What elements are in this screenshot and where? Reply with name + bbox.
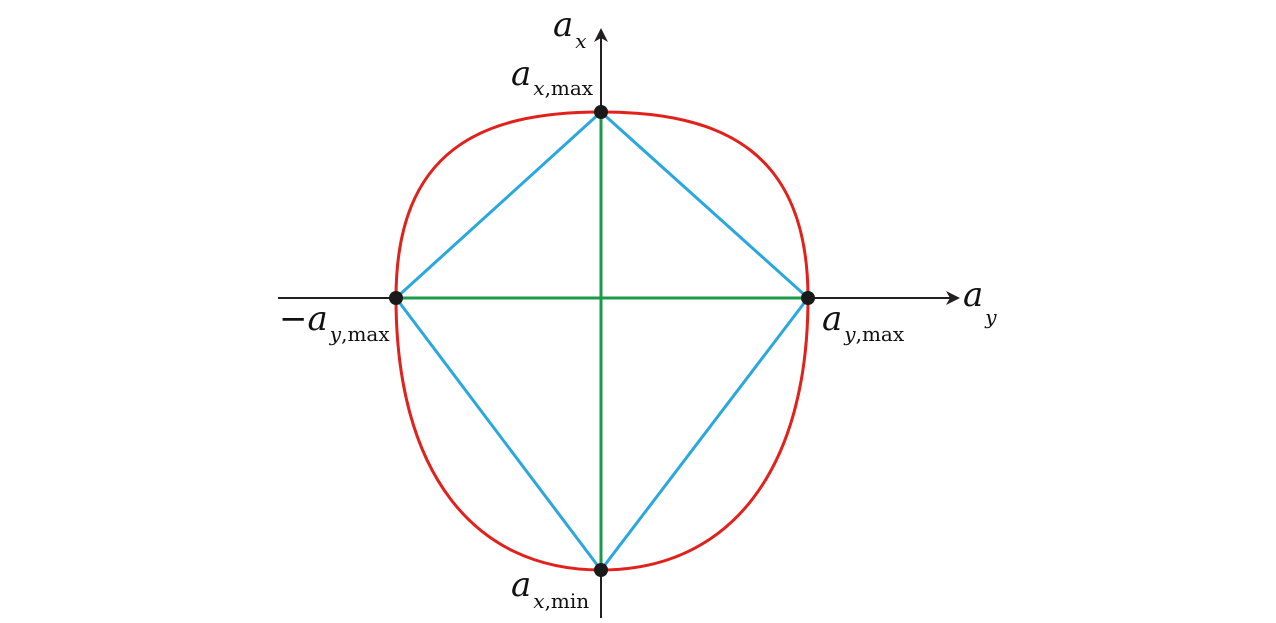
horizontal-axis-label: ay	[963, 275, 997, 329]
point-left-marker	[389, 291, 403, 305]
point-right-marker	[801, 291, 815, 305]
point-bottom-marker	[594, 563, 608, 577]
point-top-marker	[594, 105, 608, 119]
